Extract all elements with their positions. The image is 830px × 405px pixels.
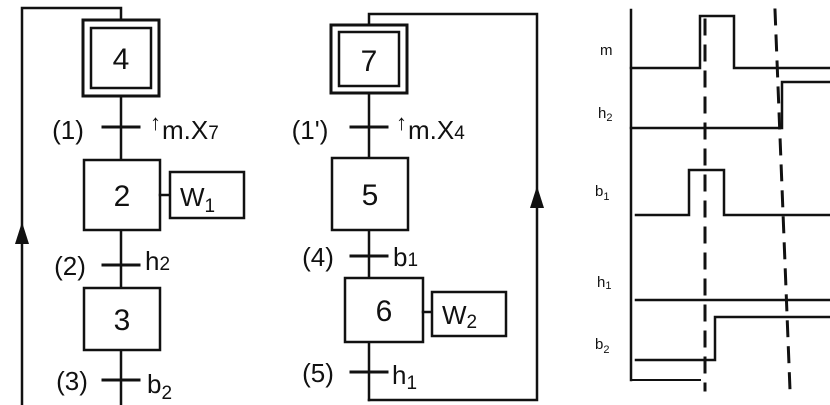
time-marker-2 bbox=[773, 8, 792, 392]
waveform-b2 bbox=[634, 315, 830, 362]
transition-4-label: (4) bbox=[302, 242, 334, 272]
transition-2-condition: h2 bbox=[145, 246, 170, 276]
transition-2-label: (2) bbox=[54, 251, 86, 281]
transition-1prime-condition: m.X4 bbox=[408, 115, 465, 145]
transition-5: (5) h1 bbox=[302, 358, 417, 394]
step-5-number: 5 bbox=[362, 179, 379, 212]
right-loop-line bbox=[367, 12, 539, 402]
step-3-number: 3 bbox=[114, 304, 131, 337]
signal-label-h2: h2 bbox=[598, 105, 612, 124]
transition-3: (3) b2 bbox=[56, 366, 172, 404]
waveform-b1 bbox=[634, 168, 830, 217]
signal-label-h1: h1 bbox=[597, 274, 611, 292]
step-7-number: 7 bbox=[361, 45, 378, 78]
action-w2-box bbox=[430, 290, 508, 338]
transition-5-condition: h1 bbox=[392, 360, 417, 394]
waveform-m bbox=[629, 14, 830, 70]
step-6: 6 W2 bbox=[343, 276, 508, 344]
step-3: 3 bbox=[82, 286, 162, 352]
transition-4: (4) b1 bbox=[302, 242, 418, 272]
transition-4-condition: b1 bbox=[393, 242, 418, 272]
action-w1-box bbox=[168, 170, 246, 220]
signal-label-b2: b2 bbox=[595, 336, 609, 356]
action-w1: W1 bbox=[180, 182, 215, 217]
transition-3-condition: b2 bbox=[147, 369, 172, 404]
signal-label-b1: b1 bbox=[595, 183, 609, 203]
left-loop-arrow bbox=[15, 222, 29, 244]
step-6-number: 6 bbox=[376, 295, 393, 328]
action-w2: W2 bbox=[442, 300, 477, 333]
step-4-number: 4 bbox=[113, 43, 130, 76]
step-5: 5 bbox=[330, 156, 410, 232]
waveform-h2 bbox=[629, 80, 830, 130]
transition-5-label: (5) bbox=[302, 358, 334, 388]
transition-1: (1) ↑ m.X7 bbox=[52, 110, 219, 145]
timing-diagram: m h2 b1 h1 b2 bbox=[595, 8, 830, 392]
grafcet-left: 4 (1) ↑ m.X7 2 W1 (2) h2 3 bbox=[15, 6, 246, 405]
right-loop-arrow bbox=[530, 186, 544, 208]
transition-2: (2) h2 bbox=[54, 246, 170, 281]
left-loop-line bbox=[20, 6, 123, 405]
step-2-number: 2 bbox=[114, 180, 131, 213]
step-4: 4 bbox=[81, 18, 161, 98]
grafcet-right: 7 (1') ↑ m.X4 5 (4) b1 6 W2 bbox=[292, 12, 544, 402]
step-2: 2 W1 bbox=[82, 158, 246, 232]
transition-1-condition: m.X7 bbox=[162, 115, 219, 145]
rising-edge-icon: ↑ bbox=[150, 110, 161, 135]
transition-1prime: (1') ↑ m.X4 bbox=[292, 110, 466, 145]
signal-label-m: m bbox=[600, 42, 613, 59]
rising-edge-icon-right: ↑ bbox=[396, 110, 407, 135]
transition-1prime-label: (1') bbox=[292, 115, 329, 145]
transition-3-label: (3) bbox=[56, 366, 88, 396]
transition-1-label: (1) bbox=[52, 115, 84, 145]
step-7: 7 bbox=[329, 23, 409, 95]
